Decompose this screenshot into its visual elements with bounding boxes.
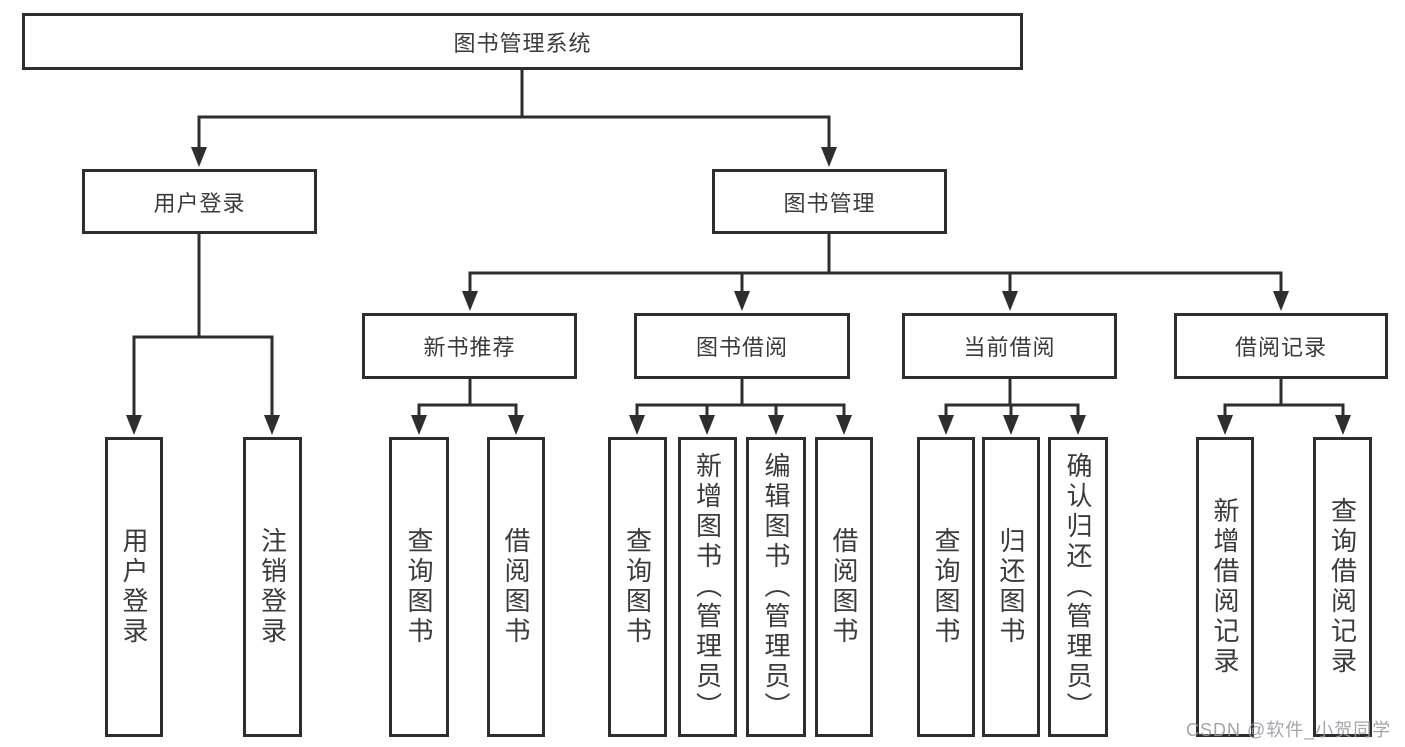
leaf-recommend-borrow-books-label: 借阅图书	[501, 527, 531, 647]
leaf-current-confirm-return-admin: 确认归还（管理员）	[1048, 437, 1108, 737]
leaf-logout: 注销登录	[243, 437, 302, 737]
leaf-borrow-edit-books-admin: 编辑图书（管理员）	[746, 437, 806, 737]
connector-borrow-records-children	[1217, 379, 1351, 435]
leaf-borrow-add-books-admin: 新增图书（管理员）	[678, 437, 737, 737]
leaf-recommend-query-books-label: 查询图书	[404, 527, 434, 647]
leaf-user-login: 用户登录	[105, 437, 163, 737]
leaf-borrow-borrow-books-label: 借阅图书	[829, 527, 859, 647]
leaf-records-query-record: 查询借阅记录	[1313, 437, 1372, 737]
leaf-records-query-record-label: 查询借阅记录	[1327, 497, 1358, 677]
leaf-borrow-add-books-admin-label: 新增图书（管理员）	[692, 452, 723, 722]
leaf-current-query-books-label: 查询图书	[931, 527, 961, 647]
node-book-borrow: 图书借阅	[634, 313, 850, 379]
leaf-borrow-edit-books-admin-label: 编辑图书（管理员）	[761, 452, 791, 722]
leaf-records-add-record: 新增借阅记录	[1196, 437, 1254, 737]
leaf-recommend-query-books: 查询图书	[389, 437, 449, 737]
node-new-book-recommend: 新书推荐	[362, 313, 577, 379]
node-current-borrow: 当前借阅	[902, 313, 1117, 379]
leaf-records-add-record-label: 新增借阅记录	[1210, 497, 1240, 677]
csdn-watermark: CSDN @软件_小贺同学	[1186, 720, 1392, 740]
node-borrow-records: 借阅记录	[1174, 313, 1388, 379]
connector-current-borrow-children	[938, 379, 1086, 435]
leaf-current-return-books-label: 归还图书	[996, 527, 1026, 647]
leaf-borrow-query-books: 查询图书	[608, 437, 667, 737]
connector-book-borrow-children	[629, 379, 852, 435]
connector-user-login-children	[126, 233, 280, 435]
leaf-current-confirm-return-admin-label: 确认归还（管理员）	[1063, 452, 1093, 722]
leaf-current-return-books: 归还图书	[982, 437, 1040, 737]
node-user-login: 用户登录	[82, 169, 317, 234]
leaf-recommend-borrow-books: 借阅图书	[487, 437, 545, 737]
leaf-user-login-label: 用户登录	[119, 527, 149, 647]
node-system-root: 图书管理系统	[22, 13, 1023, 70]
leaf-logout-label: 注销登录	[257, 527, 288, 647]
connector-new-book-recommend-children	[411, 379, 524, 435]
node-book-management: 图书管理	[712, 169, 947, 234]
connector-root-to-level2	[191, 69, 837, 167]
leaf-current-query-books: 查询图书	[917, 437, 975, 737]
connector-book-management-children	[462, 233, 1289, 311]
leaf-borrow-query-books-label: 查询图书	[622, 527, 653, 647]
leaf-borrow-borrow-books: 借阅图书	[815, 437, 873, 737]
